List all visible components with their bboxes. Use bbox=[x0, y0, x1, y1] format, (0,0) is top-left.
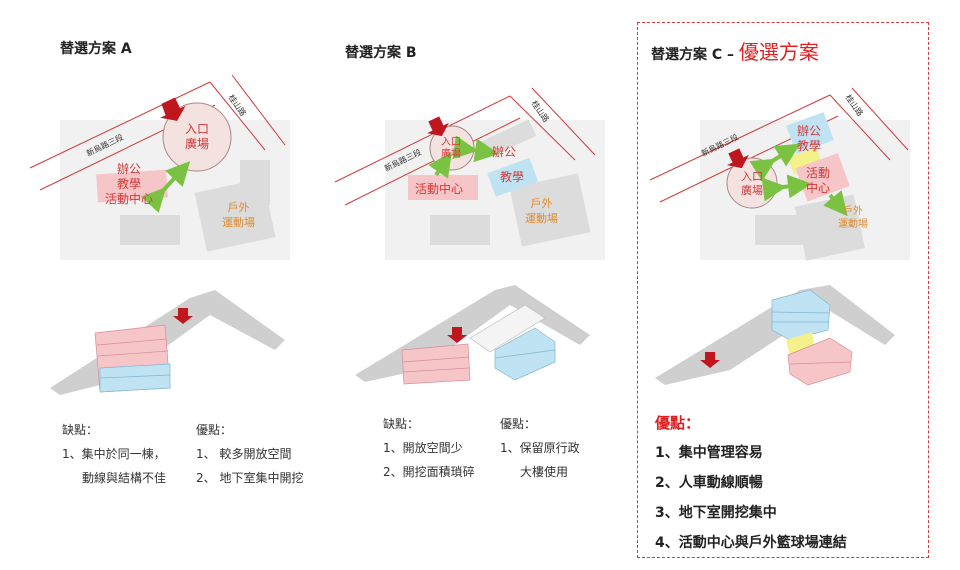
scheme-b-blue-stack bbox=[494, 327, 556, 381]
scheme-b-activity-label: 活動中心 bbox=[415, 182, 464, 196]
scheme-c-office-block bbox=[786, 112, 834, 154]
scheme-c-plaza-label: 入口 廣場 bbox=[741, 170, 763, 197]
scheme-b-teaching-label: 教學 bbox=[500, 170, 525, 184]
scheme-a-plaza-label: 入口 廣場 bbox=[185, 122, 210, 151]
scheme-b-cons-head: 缺點： bbox=[383, 417, 420, 431]
scheme-c-title-highlight: 優選方案 bbox=[738, 40, 819, 64]
scheme-b-cons-1: 1、開放空間少 bbox=[383, 441, 463, 455]
scheme-a-stack bbox=[94, 324, 171, 393]
scheme-c-title: 替選方案 C – 優選方案 bbox=[651, 36, 819, 65]
scheme-c-blue-stack bbox=[771, 289, 831, 341]
scheme-c-pros: 優點： 1、集中管理容易 2、人車動線順暢 3、地下室開挖集中 4、活動中心與戶… bbox=[655, 408, 847, 558]
scheme-b-field-label: 戶外 運動場 bbox=[525, 197, 558, 225]
scheme-a-3d-arrow bbox=[173, 308, 193, 324]
scheme-a-entry-arrow bbox=[160, 97, 186, 121]
scheme-c-office-label: 辦公 教學 bbox=[797, 124, 822, 153]
scheme-c-pros-2: 2、人車動線順暢 bbox=[655, 475, 763, 491]
scheme-c-activity-label: 活動 中心 bbox=[806, 166, 831, 195]
scheme-c-massing bbox=[655, 285, 895, 386]
scheme-b-pros-head: 優點： bbox=[500, 417, 537, 431]
scheme-a-green-link bbox=[141, 161, 191, 213]
scheme-a-pros-1: 1、 較多開放空間 bbox=[196, 447, 292, 461]
scheme-a-title: 替選方案 A bbox=[60, 41, 132, 57]
scheme-b-office-label: 辦公 bbox=[492, 145, 517, 159]
scheme-a-field-label: 戶外 運動場 bbox=[222, 201, 255, 229]
scheme-b-teaching-block bbox=[487, 157, 539, 197]
scheme-c-site-plan bbox=[649, 87, 910, 261]
preferred-scheme-frame bbox=[637, 22, 929, 558]
scheme-c-field-label: 戶外 運動場 bbox=[838, 206, 868, 230]
scheme-a-cons-head: 缺點： bbox=[62, 423, 99, 437]
scheme-c-pros-1: 1、集中管理容易 bbox=[655, 445, 763, 461]
scheme-a-cons-1: 1、集中於同一棟， bbox=[62, 447, 166, 461]
scheme-b-pros-1: 1、保留原行政 bbox=[500, 441, 580, 455]
scheme-b-plaza-label: 入口 廣場 bbox=[441, 137, 461, 160]
scheme-b-title: 替選方案 B bbox=[345, 45, 417, 61]
scheme-b-pros-2: 大樓使用 bbox=[520, 465, 569, 479]
scheme-a-massing bbox=[50, 290, 285, 395]
scheme-c-pros-3: 3、地下室開挖集中 bbox=[655, 505, 777, 521]
scheme-b-massing bbox=[355, 285, 590, 385]
scheme-a-site-plan bbox=[29, 74, 290, 260]
scheme-a-pros: 優點： 1、 較多開放空間 2、 地下室集中開挖 bbox=[196, 418, 303, 490]
scheme-b-activity-block bbox=[408, 175, 478, 200]
scheme-a-plaza-circle bbox=[162, 102, 232, 172]
scheme-b-site-plan bbox=[334, 87, 605, 260]
scheme-c-pros-4: 4、活動中心與戶外籃球場連結 bbox=[655, 535, 847, 551]
scheme-a-building-label: 辦公 教學 活動中心 bbox=[105, 162, 154, 206]
scheme-b-pros: 優點： 1、保留原行政 大樓使用 bbox=[500, 412, 580, 484]
scheme-a-cons: 缺點： 1、集中於同一棟， 動線與結構不佳 bbox=[62, 418, 166, 490]
scheme-b-pink-stack bbox=[401, 343, 471, 385]
scheme-b-cons-2: 2、開挖面積瑣碎 bbox=[383, 465, 475, 479]
scheme-c-title-text: 替選方案 C – bbox=[651, 47, 735, 63]
scheme-a-pros-head: 優點： bbox=[196, 423, 233, 437]
scheme-c-pink-stack bbox=[787, 337, 853, 386]
scheme-c-pros-head: 優點： bbox=[655, 414, 701, 432]
scheme-a-cons-2: 動線與結構不佳 bbox=[82, 471, 167, 485]
scheme-b-cons: 缺點： 1、開放空間少 2、開挖面積瑣碎 bbox=[383, 412, 475, 484]
scheme-a-pros-2: 2、 地下室集中開挖 bbox=[196, 471, 304, 485]
